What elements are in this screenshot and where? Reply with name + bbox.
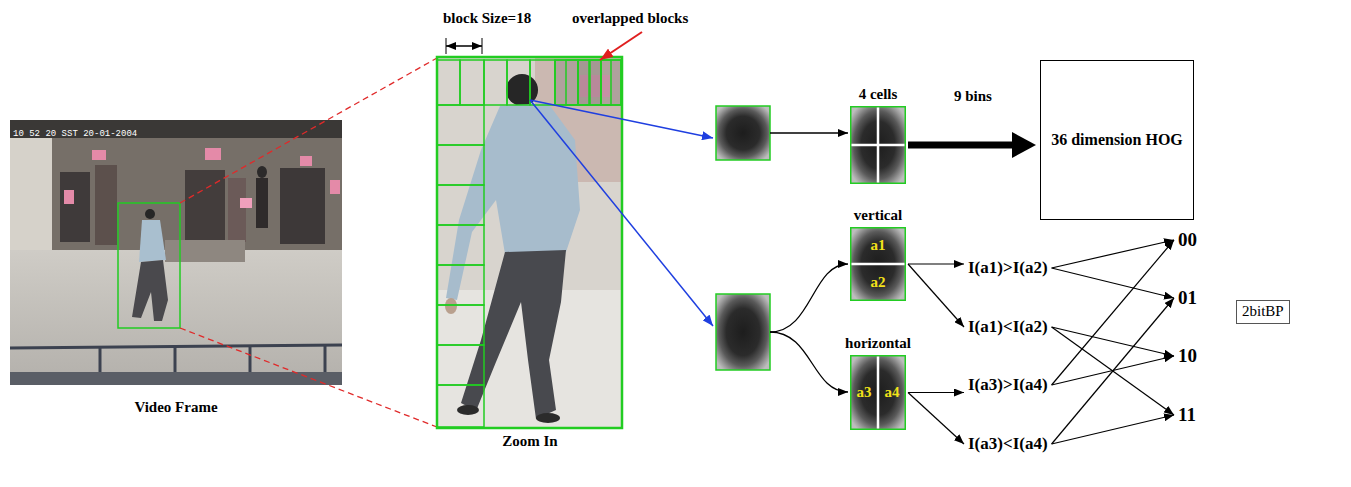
patch-outline: [851, 228, 906, 301]
bit-code-text: 11: [1178, 404, 1196, 426]
pointer-arrow: [600, 32, 642, 60]
bit-code: 11: [1176, 404, 1198, 426]
video-frame-photo: [10, 120, 342, 385]
bit-code: 10: [1176, 345, 1199, 367]
comparison-text: I(a3)>I(a4): [968, 375, 1048, 395]
vertical-patch: verticala1a2: [850, 227, 906, 301]
patch-heading: horizontal: [845, 335, 911, 352]
connector: [1052, 268, 1174, 298]
flow-arrow: [770, 264, 848, 332]
cell-divider: [877, 357, 880, 429]
connector: [1052, 298, 1174, 444]
zoom-line: [180, 328, 437, 427]
bit-code: 00: [1176, 229, 1199, 251]
comparison: I(a1)<I(a2): [966, 317, 1050, 337]
annotation-label-wrap: overlapped blocks: [572, 9, 688, 27]
cell-patch: 4 cells: [850, 106, 906, 184]
text-slot: a4: [878, 355, 906, 430]
text-slot: a1: [850, 227, 906, 264]
comparison: I(a1)>I(a2): [966, 258, 1050, 278]
patch-outline: [851, 356, 906, 430]
cell-name: a3: [857, 384, 872, 401]
descriptor-box: 2bitBP: [1236, 300, 1290, 323]
connector: [1052, 240, 1174, 385]
timestamp-wrap: 10 52 20 SST 20-01-2004: [13, 122, 137, 140]
dimension-tick: [446, 38, 447, 54]
comparison-text: I(a1)<I(a2): [968, 317, 1048, 337]
connector: [908, 142, 1014, 149]
edge-label: 9 bins: [952, 88, 994, 104]
connector: [908, 392, 964, 393]
connector: [908, 264, 964, 327]
cell-name: a4: [885, 384, 900, 401]
blue-arrow: [530, 100, 713, 326]
zoom-line: [180, 58, 437, 203]
caption-label-wrap: Video Frame: [134, 398, 217, 416]
caption-label: Video Frame: [134, 399, 217, 415]
timestamp: 10 52 20 SST 20-01-2004: [13, 129, 137, 139]
feature-box: 36 dimension HOG: [1040, 60, 1194, 220]
horizontal-patch: horizontala3a4: [850, 355, 906, 430]
text-slot: vertical: [810, 205, 946, 225]
bit-code-text: 00: [1178, 229, 1197, 251]
patch-image: [850, 106, 906, 184]
connector: [908, 393, 964, 445]
cell-name: a2: [871, 274, 886, 291]
bit-code-text: 01: [1178, 287, 1197, 309]
connector: [1052, 240, 1174, 268]
dimension-label: block Size=18: [443, 10, 531, 26]
comparison-text: I(a1)>I(a2): [968, 258, 1048, 278]
comparison: I(a3)>I(a4): [966, 375, 1050, 395]
connector: [1052, 415, 1174, 444]
cell-name: a1: [871, 237, 886, 254]
cell-divider: [877, 108, 880, 183]
text-slot: a2: [850, 264, 906, 301]
descriptor-name: 2bitBP: [1242, 303, 1284, 320]
text-slot: 4 cells: [810, 84, 946, 104]
text-slot: horizontal: [810, 333, 946, 353]
blue-arrow: [530, 100, 713, 138]
dimension-tick: [482, 38, 483, 54]
dimension-arrow: [446, 45, 482, 46]
cell-divider: [852, 263, 905, 266]
patch-heading: vertical: [854, 207, 902, 224]
bit-code: 01: [1176, 287, 1199, 309]
flow-arrow: [770, 332, 848, 392]
annotation-label: overlapped blocks: [572, 10, 688, 26]
feature-name: 36 dimension HOG: [1051, 131, 1183, 149]
comparison-text: I(a3)<I(a4): [968, 434, 1048, 454]
connector: [1052, 327, 1174, 356]
comparison: I(a3)<I(a4): [966, 434, 1050, 454]
bit-code-text: 10: [1178, 345, 1197, 367]
caption-label-wrap: Zoom In: [502, 432, 557, 450]
block-patch: [716, 106, 770, 160]
connector: [908, 263, 964, 264]
dimension-label-wrap: block Size=18: [443, 9, 531, 27]
patch-outline: [851, 107, 906, 184]
caption-label: Zoom In: [502, 433, 557, 449]
block-patch: [716, 294, 770, 370]
edge-label-wrap: 9 bins: [952, 87, 994, 105]
text-slot: a3: [850, 355, 878, 430]
patch-heading: 4 cells: [859, 86, 898, 103]
flow-arrow: [770, 132, 848, 133]
